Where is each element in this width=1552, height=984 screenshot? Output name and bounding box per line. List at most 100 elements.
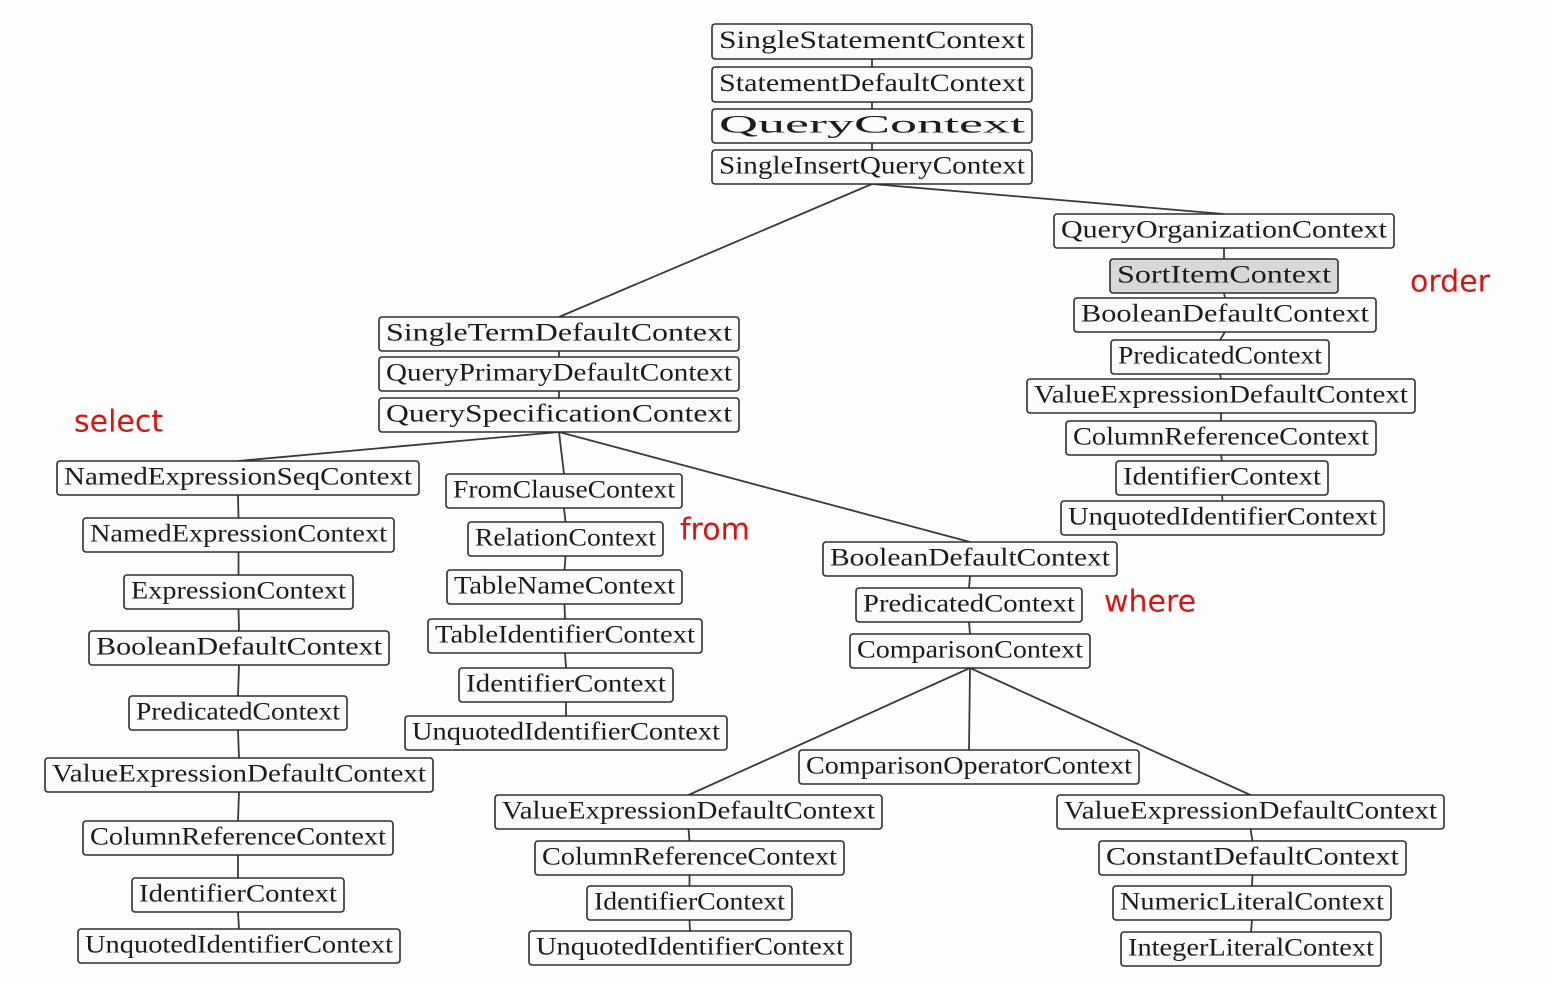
node-label: StatementDefaultContext (719, 70, 1025, 97)
node-label: UnquotedIdentifierContext (1068, 504, 1377, 531)
edge-f3-f4 (563, 603, 566, 620)
node-box (1053, 213, 1395, 249)
node-box (56, 460, 420, 496)
node-label: SingleInsertQueryContext (719, 153, 1025, 180)
edge-w2-w3 (968, 621, 971, 635)
node-label: NumericLiteralContext (1120, 889, 1384, 916)
tree-node-s9: UnquotedIdentifierContext (77, 928, 401, 964)
node-label: BooleanDefaultContext (830, 545, 1110, 572)
node-label: BooleanDefaultContext (1081, 301, 1369, 328)
edge-l3-l4 (688, 919, 691, 932)
edge-s4-s5 (237, 664, 240, 697)
node-box (534, 840, 845, 876)
edge-o6-o7 (1220, 454, 1223, 462)
edge-w3-c1 (968, 667, 971, 751)
node-label: QuerySpecificationContext (386, 401, 732, 428)
annotation-where: where (1104, 585, 1196, 620)
tree-node-o3: BooleanDefaultContext (1073, 297, 1377, 333)
tree-node-n1: SingleStatementContext (711, 23, 1033, 60)
node-label: TableIdentifierContext (435, 622, 695, 649)
edge-f2-f3 (563, 555, 567, 571)
node-box (1110, 339, 1330, 375)
node-label: FromClauseContext (453, 477, 675, 504)
tree-node-f6: UnquotedIdentifierContext (404, 715, 728, 751)
edge-r3-r4 (1250, 919, 1253, 933)
node-label: UnquotedIdentifierContext (412, 719, 720, 746)
tree-edges (237, 59, 1254, 933)
node-box (427, 618, 703, 654)
edge-q3-w1 (558, 431, 971, 543)
tree-node-r4: IntegerLiteralContext (1120, 931, 1382, 967)
node-box (378, 397, 740, 433)
edge-w3-r1 (969, 667, 1251, 796)
node-label: QueryPrimaryDefaultContext (386, 360, 732, 387)
edge-w3-l1 (688, 667, 971, 796)
node-label: SingleStatementContext (719, 27, 1025, 54)
node-box (1120, 931, 1382, 967)
tree-node-s3: ExpressionContext (123, 574, 354, 610)
node-label: SingleTermDefaultContext (386, 320, 732, 347)
node-box (1073, 297, 1377, 333)
annotation-select: select (74, 405, 163, 440)
edge-n4-q1 (558, 183, 873, 318)
node-box (128, 695, 348, 731)
tree-node-n3: QueryContext (711, 108, 1033, 144)
node-box (711, 23, 1033, 60)
tree-node-s8: IdentifierContext (131, 877, 345, 913)
tree-node-o7: IdentifierContext (1115, 460, 1329, 496)
node-label: ValueExpressionDefaultContext (52, 761, 426, 788)
node-label: ComparisonOperatorContext (806, 753, 1132, 780)
tree-node-o4: PredicatedContext (1110, 339, 1330, 375)
tree-node-s6: ValueExpressionDefaultContext (44, 757, 434, 793)
node-box (131, 877, 345, 913)
node-label: ValueExpressionDefaultContext (1064, 798, 1437, 825)
edge-o4-o5 (1219, 373, 1222, 380)
tree-node-o5: ValueExpressionDefaultContext (1026, 378, 1416, 414)
node-box (1109, 258, 1339, 294)
tree-node-l2: ColumnReferenceContext (534, 840, 845, 876)
annotation-order: order (1410, 265, 1491, 300)
tree-node-f4: TableIdentifierContext (427, 618, 703, 654)
node-label: QueryContext (719, 112, 1025, 139)
node-label: SortItemContext (1117, 262, 1331, 289)
node-label: BooleanDefaultContext (96, 634, 382, 661)
node-label: ExpressionContext (131, 578, 346, 605)
node-box (711, 149, 1033, 185)
edge-f1-f2 (563, 507, 567, 523)
node-box (798, 749, 1140, 785)
node-label: ColumnReferenceContext (1073, 424, 1369, 451)
node-label: IdentifierContext (1123, 464, 1321, 491)
edge-s6-s7 (237, 791, 240, 822)
tree-node-o1: QueryOrganizationContext (1053, 213, 1395, 249)
node-box (446, 569, 683, 605)
node-box (1098, 840, 1407, 876)
edge-o7-o8 (1221, 494, 1224, 502)
node-box (123, 574, 354, 610)
tree-node-q3: QuerySpecificationContext (378, 397, 740, 433)
node-label: PredicatedContext (136, 699, 340, 726)
tree-node-f2: RelationContext (467, 521, 664, 557)
node-box (44, 757, 434, 793)
node-box (445, 473, 683, 509)
node-box (528, 930, 852, 966)
node-box (458, 667, 674, 703)
tree-node-l3: IdentifierContext (586, 885, 793, 921)
node-box (88, 630, 390, 666)
node-box (855, 587, 1083, 623)
node-box (1112, 885, 1392, 921)
node-box (1060, 500, 1385, 536)
tree-node-o8: UnquotedIdentifierContext (1060, 500, 1385, 536)
node-label: NamedExpressionContext (90, 521, 387, 548)
node-label: ConstantDefaultContext (1106, 844, 1399, 871)
tree-node-c1: ComparisonOperatorContext (798, 749, 1140, 785)
node-box (1065, 420, 1377, 456)
node-box (849, 633, 1091, 669)
node-label: ValueExpressionDefaultContext (502, 798, 875, 825)
node-box (586, 885, 793, 921)
tree-node-q2: QueryPrimaryDefaultContext (378, 356, 740, 392)
edge-l1-l2 (687, 828, 691, 842)
node-label: QueryOrganizationContext (1061, 217, 1387, 244)
tree-node-s5: PredicatedContext (128, 695, 348, 731)
edge-f4-f5 (564, 652, 567, 669)
node-box (82, 820, 394, 856)
